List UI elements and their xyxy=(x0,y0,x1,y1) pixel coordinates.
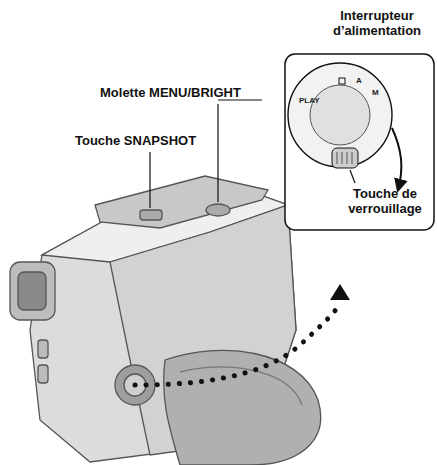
part-label: Touche SNAPSHOT xyxy=(75,133,196,148)
part-label: Interrupteur d’alimentation xyxy=(322,8,432,38)
dial-marking: PLAY xyxy=(299,96,320,105)
dial-marking: M xyxy=(372,88,379,97)
part-label: Touche de verrouillage xyxy=(338,186,432,216)
dial-marking: A xyxy=(356,76,362,85)
part-label: Molette MENU/BRIGHT xyxy=(100,85,241,100)
